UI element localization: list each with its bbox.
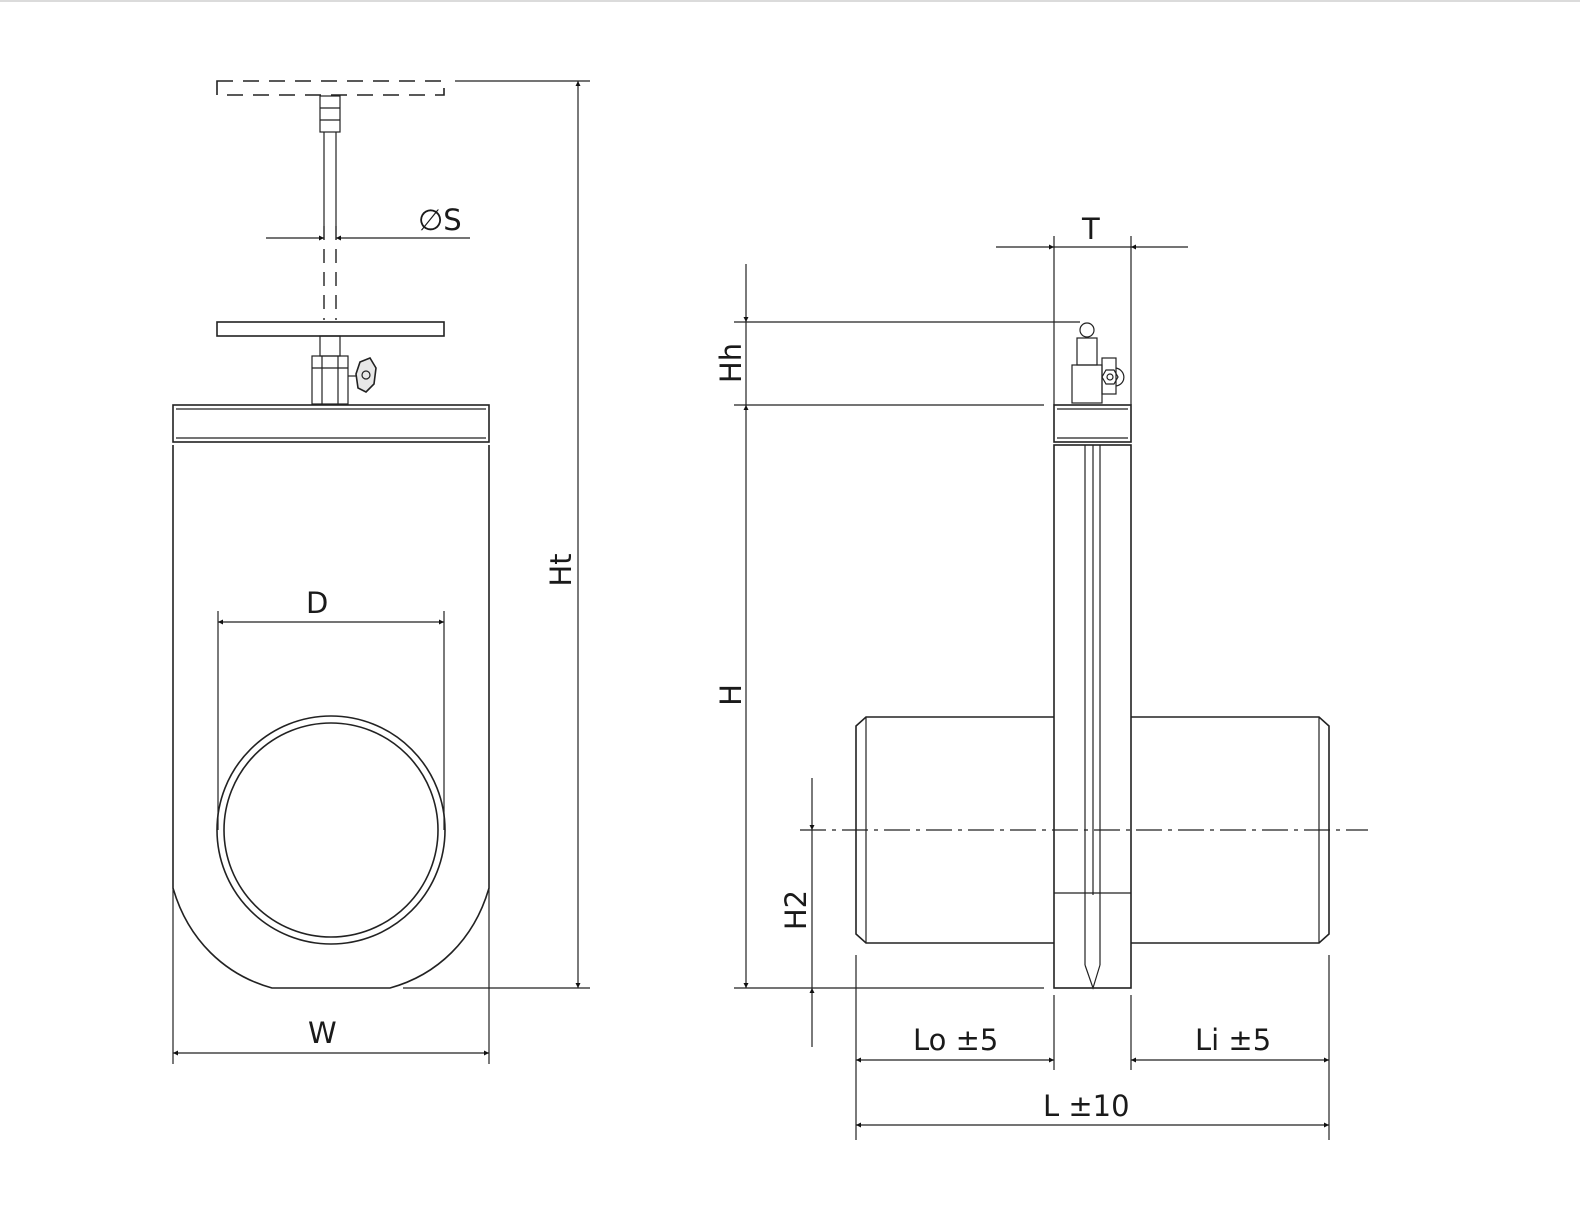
front-view: ∅S D W Ht — [172, 80, 590, 1064]
bonnet-flange — [172, 404, 490, 443]
dim-label-w: W — [308, 1016, 337, 1050]
side-view: T Hh H H2 Lo ±5 Li ±5 L ±10 — [714, 212, 1368, 1140]
dim-label-d: D — [306, 586, 328, 620]
dim-label-h2: H2 — [779, 890, 813, 930]
dim-label-l: L ±10 — [1043, 1089, 1130, 1123]
port-outer — [216, 715, 446, 945]
dim-label-t: T — [1081, 212, 1100, 246]
dim-label-li: Li ±5 — [1195, 1023, 1271, 1057]
port-inner — [223, 722, 439, 938]
stem-nut — [319, 95, 341, 133]
side-flange — [1053, 404, 1132, 443]
dim-label-hh: Hh — [714, 343, 748, 383]
side-stem-knob — [1079, 322, 1095, 338]
handwheel-top — [216, 80, 445, 96]
stem-column — [319, 335, 341, 357]
lock-knob-icon — [355, 357, 377, 393]
dim-label-ht: Ht — [544, 553, 578, 586]
side-stem-block — [1076, 337, 1098, 366]
dim-label-lo: Lo ±5 — [913, 1023, 998, 1057]
dim-label-h: H — [714, 684, 748, 706]
handwheel — [216, 321, 445, 337]
yoke-block — [311, 355, 349, 405]
dim-label-phi-s: ∅S — [418, 203, 462, 237]
valve-body — [172, 445, 490, 989]
side-lock-nut-icon — [1101, 369, 1119, 385]
side-yoke — [1071, 364, 1103, 404]
